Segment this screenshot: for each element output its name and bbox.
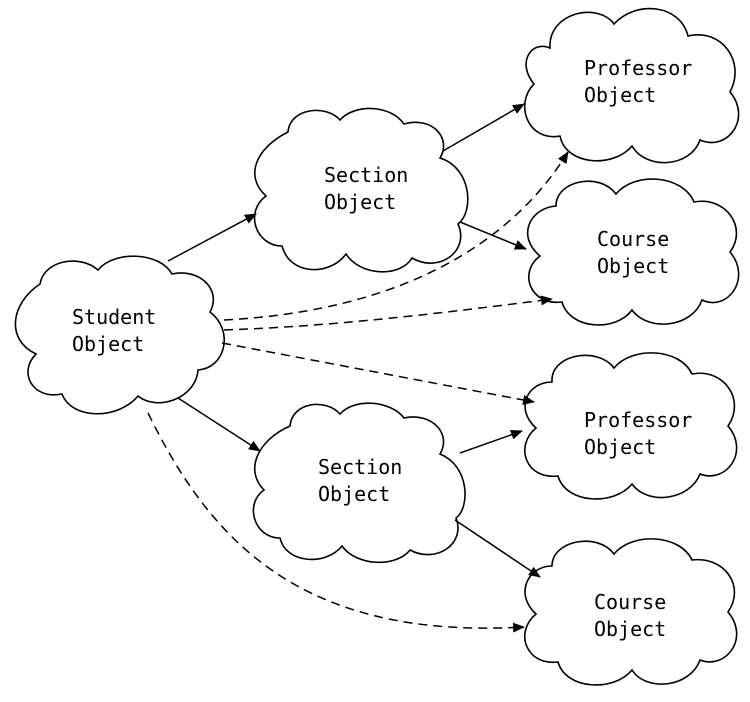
label-professor-top: Professor Object: [584, 56, 692, 107]
label-professor-bottom: Professor Object: [584, 408, 692, 459]
arrow-section-top-to-course-top: [459, 221, 527, 250]
section-bottom-line2: Object: [318, 482, 390, 506]
label-section-bottom: Section Object: [318, 455, 402, 506]
student-line1: Student: [72, 305, 156, 329]
course-bottom-line1: Course: [594, 590, 666, 614]
section-bottom-line1: Section: [318, 455, 402, 479]
section-top-line1: Section: [324, 163, 408, 187]
course-top-line2: Object: [597, 254, 669, 278]
professor-top-line1: Professor: [584, 56, 692, 80]
professor-bottom-line2: Object: [584, 435, 656, 459]
professor-bottom-line1: Professor: [584, 408, 692, 432]
label-course-bottom: Course Object: [594, 590, 666, 641]
arrow-section-top-to-professor-top: [442, 103, 525, 152]
arrow-section-bottom-to-course-bottom: [454, 519, 541, 578]
student-line2: Object: [72, 332, 144, 356]
dashed-arrow-student-to-course-bottom: [147, 412, 525, 633]
cloud-section-bottom: [252, 402, 466, 564]
arrow-student-to-section-top: [167, 213, 257, 262]
cloud-course-bottom: [524, 538, 738, 686]
label-section-top: Section Object: [324, 163, 408, 214]
dashed-arrow-student-to-professor-bottom: [221, 342, 535, 405]
arrow-section-bottom-to-professor-bottom: [459, 429, 523, 454]
label-student: Student Object: [72, 305, 156, 356]
course-bottom-line2: Object: [594, 617, 666, 641]
course-top-line1: Course: [597, 227, 669, 251]
professor-top-line2: Object: [584, 83, 656, 107]
arrow-student-to-section-bottom: [177, 397, 261, 452]
cloud-professor-top: [524, 7, 740, 164]
section-top-line2: Object: [324, 190, 396, 214]
cloud-student: [14, 255, 226, 415]
cloud-course-top: [526, 178, 740, 326]
label-course-top: Course Object: [597, 227, 669, 278]
dashed-arrow-student-to-course-top: [223, 295, 553, 331]
cloud-section-top: [253, 107, 469, 273]
cloud-professor-bottom: [524, 352, 738, 500]
